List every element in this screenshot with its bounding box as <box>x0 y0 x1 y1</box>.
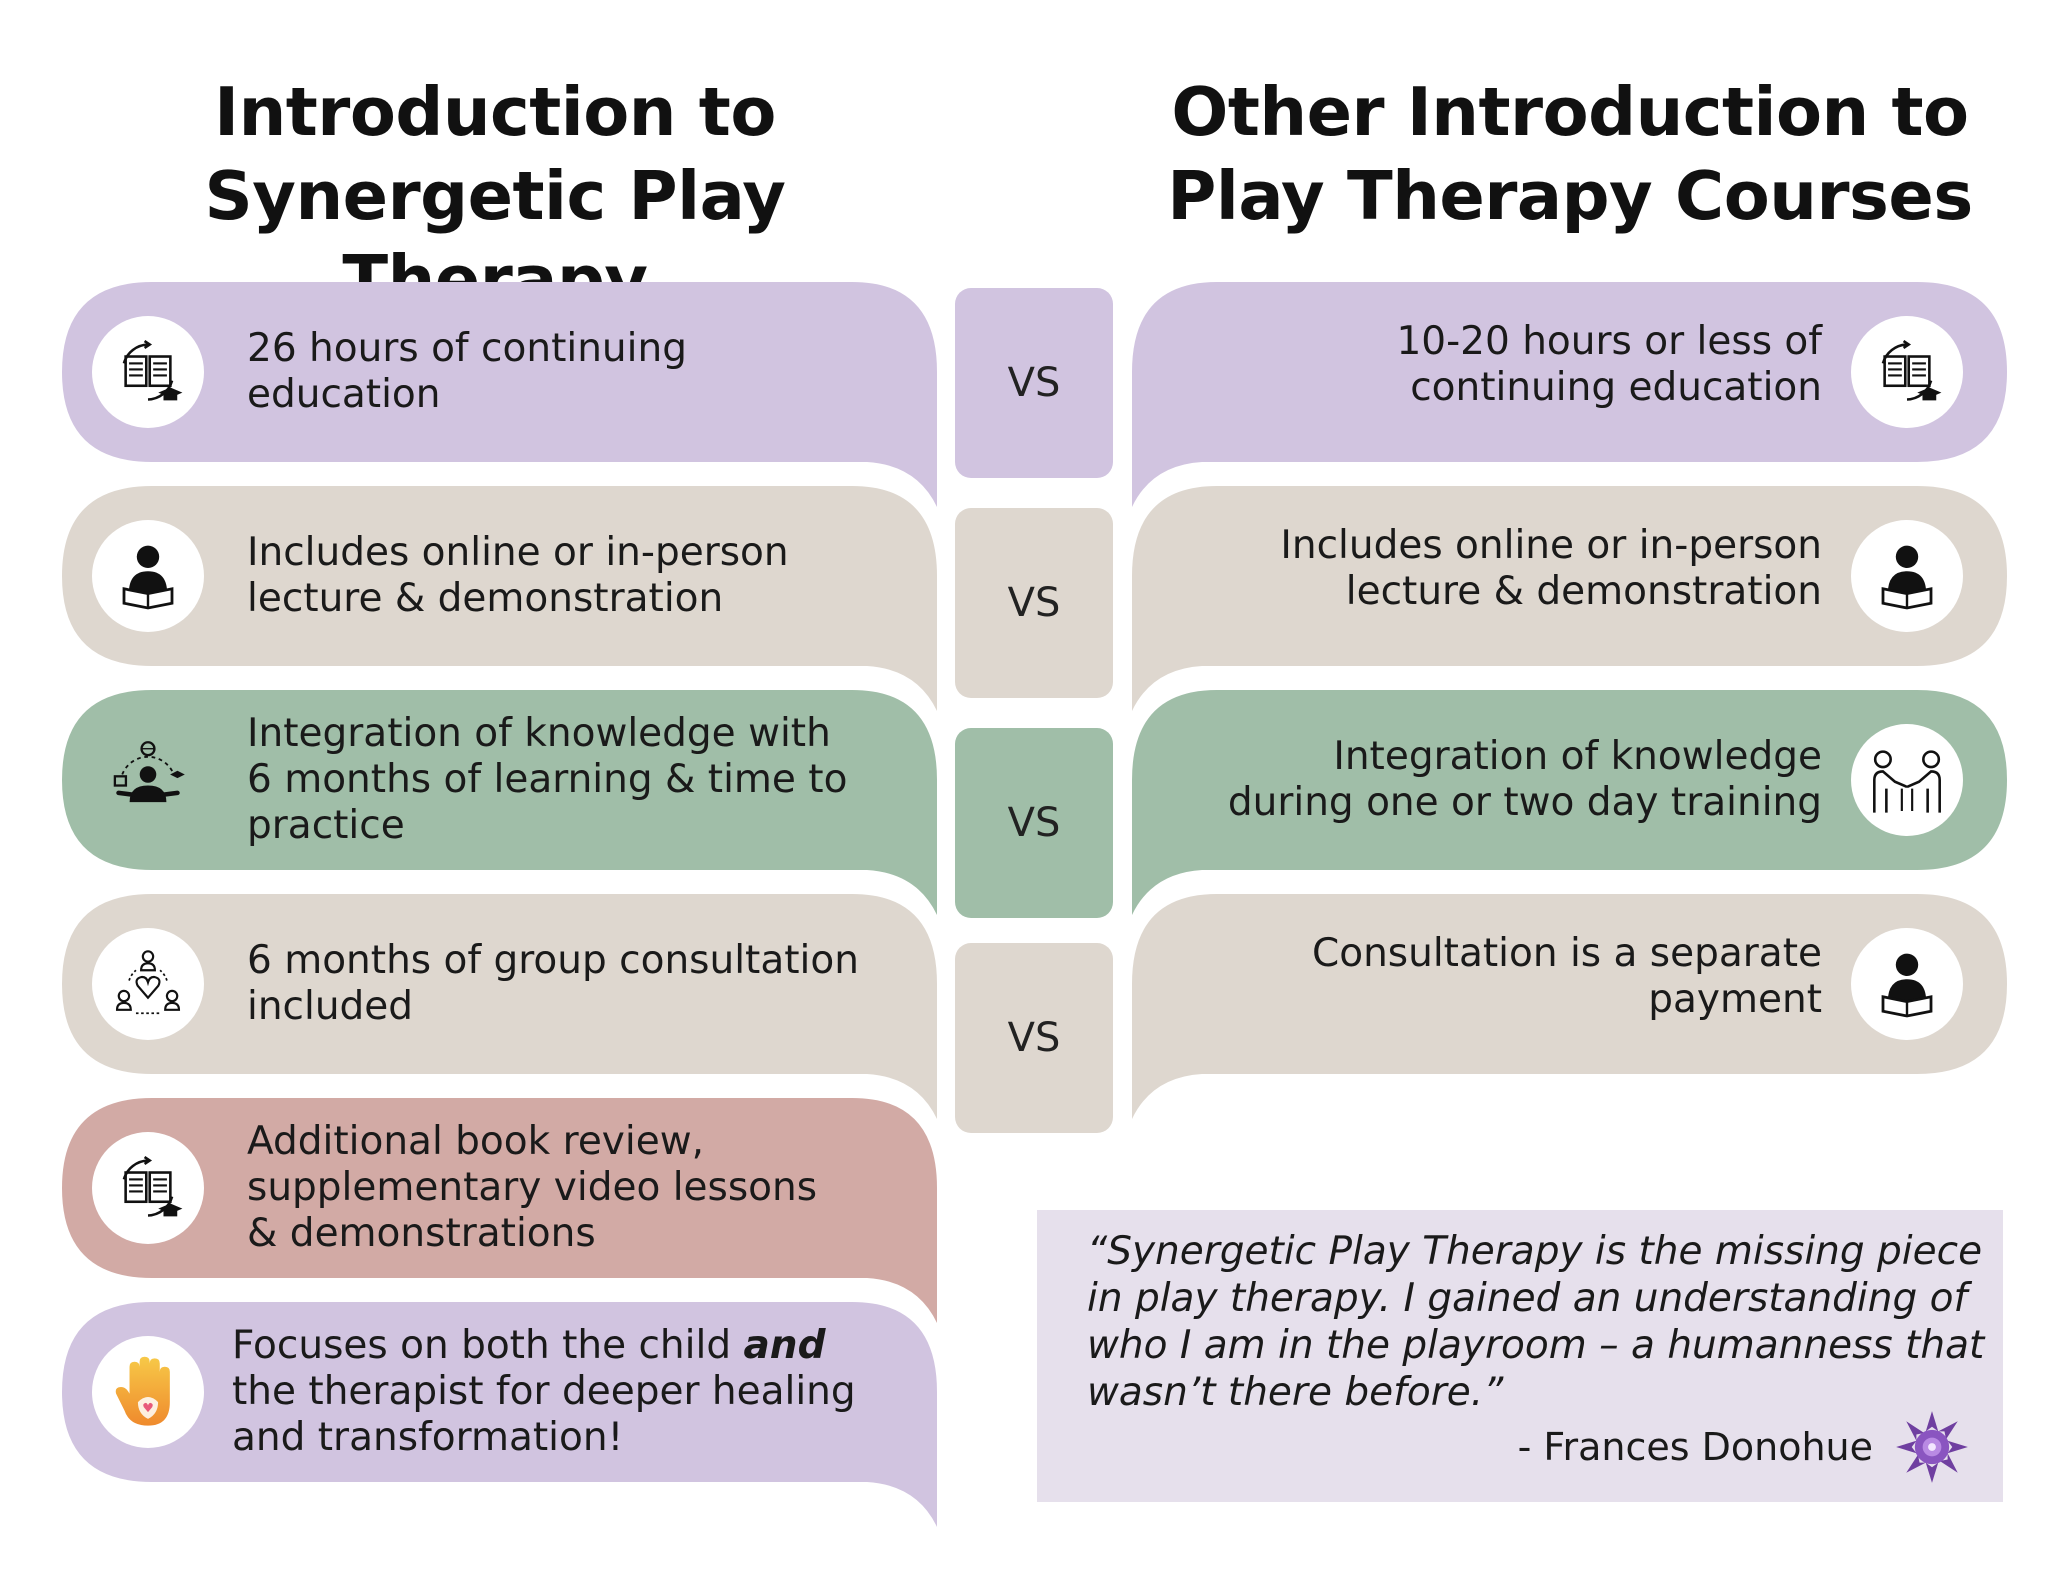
learner-icon <box>92 724 204 836</box>
row-line: education <box>247 372 441 417</box>
speech-bubble-shape <box>1132 690 2007 915</box>
left-row-integration: Integration of knowledge with 6 months o… <box>62 690 937 960</box>
education-book-icon <box>92 316 204 428</box>
speech-bubble-shape <box>62 282 937 507</box>
row-line: Includes online or in-person <box>247 530 789 575</box>
speech-bubble-shape <box>1132 894 2007 1119</box>
testimonial-quote: “Synergetic Play Therapy is the missing … <box>1087 1228 1985 1416</box>
row-line: Includes online or in-person <box>1280 522 1822 568</box>
left-row-additional: Additional book review, supplementary vi… <box>62 1098 937 1368</box>
row-line: Integration of knowledge with <box>247 711 831 756</box>
left-column-heading: Introduction to Synergetic Play Therapy <box>55 70 935 322</box>
lotus-logo-icon <box>1896 1411 1968 1483</box>
vs-tile: VS <box>955 728 1113 918</box>
education-book-icon <box>92 1132 204 1244</box>
row-line: continuing education <box>1410 364 1822 410</box>
row-text: Focuses on both the child and the therap… <box>232 1302 912 1482</box>
row-line: Integration of knowledge <box>1333 734 1822 779</box>
row-line: 6 months of learning & time to <box>247 757 848 802</box>
left-row-consultation: 6 months of group consultation included <box>62 894 937 1164</box>
left-row-hours: 26 hours of continuing education <box>62 282 937 552</box>
vs-tile: VS <box>955 508 1113 698</box>
row-line: included <box>247 984 414 1029</box>
row-line: during one or two day training <box>1227 780 1822 825</box>
reader-icon <box>1851 928 1963 1040</box>
right-heading-line2: Play Therapy Courses <box>1167 157 1973 235</box>
row-text: 10-20 hours or less of continuing educat… <box>1142 282 1822 447</box>
right-heading-line1: Other Introduction to <box>1171 73 1969 151</box>
vs-tile: VS <box>955 943 1113 1133</box>
row-line: lecture & demonstration <box>247 576 724 621</box>
speech-bubble-shape <box>62 1302 937 1527</box>
quote-line: “Synergetic Play Therapy is the missing … <box>1087 1229 1983 1274</box>
quote-line: who I am in the playroom – a humanness t… <box>1087 1323 1985 1368</box>
group-heart-icon <box>92 928 204 1040</box>
testimonial-author: - Frances Donohue <box>1517 1425 1873 1469</box>
emphasis-and: and <box>743 1323 826 1368</box>
row-text: Additional book review, supplementary vi… <box>247 1098 927 1278</box>
reader-icon <box>1851 520 1963 632</box>
education-book-icon <box>1851 316 1963 428</box>
right-row-consultation: Consultation is a separate payment <box>1132 894 2007 1164</box>
quote-line: wasn’t there before.” <box>1087 1370 1504 1415</box>
row-line: 10-20 hours or less of <box>1396 318 1822 364</box>
left-row-focus: Focuses on both the child and the therap… <box>62 1302 937 1572</box>
row-line: 26 hours of continuing <box>247 326 687 371</box>
row-text: Integration of knowledge during one or t… <box>1142 690 1822 870</box>
right-row-lecture: Includes online or in-person lecture & d… <box>1132 486 2007 756</box>
speech-bubble-shape <box>62 486 937 711</box>
row-line: supplementary video lessons <box>247 1165 818 1210</box>
row-text: 6 months of group consultation included <box>247 894 927 1074</box>
speech-bubble-shape <box>62 1098 937 1323</box>
row-line: lecture & demonstration <box>1345 568 1822 614</box>
testimonial-box: “Synergetic Play Therapy is the missing … <box>1037 1210 2003 1502</box>
row-line-pre: Focuses on both the child <box>232 1323 744 1368</box>
row-line: the therapist for deeper healing <box>232 1369 856 1414</box>
row-line: Consultation is a separate <box>1311 930 1822 976</box>
right-column-heading: Other Introduction to Play Therapy Cours… <box>1130 70 2010 238</box>
reader-icon <box>92 520 204 632</box>
right-row-hours: 10-20 hours or less of continuing educat… <box>1132 282 2007 552</box>
row-text: Consultation is a separate payment <box>1142 894 1822 1059</box>
row-line: payment <box>1648 976 1822 1022</box>
handshake-icon <box>1851 724 1963 836</box>
left-heading-line1: Introduction to <box>214 73 776 151</box>
row-line: and transformation! <box>232 1415 624 1460</box>
row-text: Includes online or in-person lecture & d… <box>1142 486 1822 651</box>
right-row-integration: Integration of knowledge during one or t… <box>1132 690 2007 960</box>
speech-bubble-shape <box>1132 486 2007 711</box>
row-line: & demonstrations <box>247 1211 596 1256</box>
speech-bubble-shape <box>62 690 937 915</box>
row-text: Includes online or in-person lecture & d… <box>247 486 927 666</box>
row-text: 26 hours of continuing education <box>247 282 927 462</box>
speech-bubble-shape <box>1132 282 2007 507</box>
row-line: Additional book review, <box>247 1119 705 1164</box>
left-row-lecture: Includes online or in-person lecture & d… <box>62 486 937 756</box>
row-line: practice <box>247 803 405 848</box>
row-line: Focuses on both the child and <box>232 1323 912 1369</box>
vs-tile: VS <box>955 288 1113 478</box>
row-line: 6 months of group consultation <box>247 938 859 983</box>
speech-bubble-shape <box>62 894 937 1119</box>
row-text: Integration of knowledge with 6 months o… <box>247 690 927 870</box>
quote-line: in play therapy. I gained an understandi… <box>1087 1276 1968 1321</box>
hand-heart-icon <box>92 1336 204 1448</box>
